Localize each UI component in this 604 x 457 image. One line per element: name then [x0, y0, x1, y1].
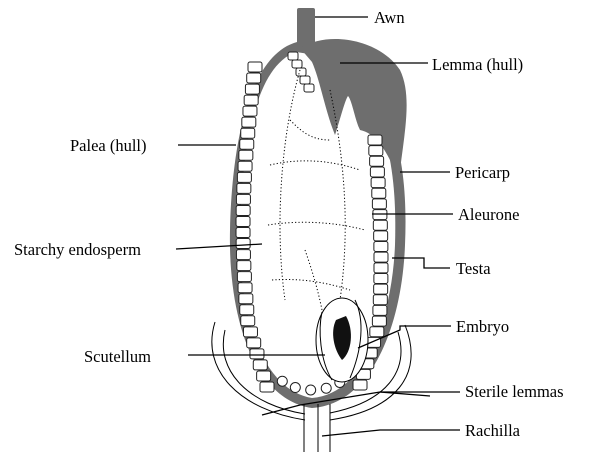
- aleurone-cell: [245, 84, 259, 94]
- aleurone-cell: [244, 95, 258, 105]
- aleurone-cell: [236, 228, 250, 238]
- aleurone-cell: [373, 295, 387, 305]
- aleurone-cell: [237, 261, 251, 271]
- aleurone-cell: [241, 316, 255, 326]
- aleurone-cell: [239, 294, 253, 304]
- label-scutellum: Scutellum: [84, 347, 151, 366]
- aleurone-cell: [239, 150, 253, 160]
- aleurone-cell: [374, 242, 388, 252]
- aleurone-cell: [236, 250, 250, 260]
- aleurone-cell: [237, 172, 251, 182]
- label-pericarp: Pericarp: [455, 163, 510, 182]
- aleurone-cell: [373, 220, 387, 230]
- aleurone-cell: [373, 305, 387, 315]
- aleurone-cell: [370, 167, 384, 177]
- aleurone-cell: [241, 128, 255, 138]
- aleurone-cell: [374, 284, 388, 294]
- aleurone-cell: [371, 178, 385, 188]
- rachilla-shape: [304, 404, 330, 452]
- aleurone-cell: [370, 327, 384, 337]
- aleurone-cell: [253, 360, 267, 370]
- aleurone-cell: [372, 188, 386, 198]
- aleurone-cell: [372, 199, 386, 209]
- label-starchy-endosperm: Starchy endosperm: [14, 240, 141, 259]
- label-sterile-lemmas: Sterile lemmas: [465, 382, 564, 401]
- aleurone-cell: [288, 52, 298, 60]
- label-palea: Palea (hull): [70, 136, 147, 155]
- aleurone-cell: [248, 62, 262, 72]
- label-aleurone: Aleurone: [458, 205, 519, 224]
- aleurone-cell: [237, 183, 251, 193]
- pericarp-cell: [290, 383, 300, 393]
- aleurone-cell: [238, 161, 252, 171]
- aleurone-cell: [236, 194, 250, 204]
- aleurone-cell: [240, 305, 254, 315]
- aleurone-cell: [374, 273, 388, 283]
- aleurone-cell: [247, 338, 261, 348]
- aleurone-cell: [292, 60, 302, 68]
- aleurone-cell: [369, 146, 383, 156]
- aleurone-cell: [296, 68, 306, 76]
- aleurone-cell: [300, 76, 310, 84]
- aleurone-cell: [370, 156, 384, 166]
- aleurone-cell: [237, 272, 251, 282]
- aleurone-cell: [236, 216, 250, 226]
- label-embryo: Embryo: [456, 317, 509, 336]
- aleurone-cell: [353, 380, 367, 390]
- label-rachilla: Rachilla: [465, 421, 521, 440]
- aleurone-cell: [242, 117, 256, 127]
- label-lemma: Lemma (hull): [432, 55, 523, 74]
- aleurone-cell: [236, 205, 250, 215]
- label-awn: Awn: [374, 8, 405, 27]
- aleurone-cell: [247, 73, 261, 83]
- aleurone-cell: [250, 349, 264, 359]
- aleurone-cell: [243, 327, 257, 337]
- pericarp-cell: [321, 383, 331, 393]
- aleurone-cell: [374, 263, 388, 273]
- aleurone-cell: [260, 382, 274, 392]
- aleurone-cell: [368, 135, 382, 145]
- aleurone-cell: [304, 84, 314, 92]
- pericarp-cell: [277, 376, 287, 386]
- embryo-shape: [316, 298, 368, 382]
- rachilla-leader: [322, 430, 460, 436]
- aleurone-cell: [372, 316, 386, 326]
- aleurone-cell: [240, 139, 254, 149]
- aleurone-cell: [257, 371, 271, 381]
- aleurone-cell: [374, 231, 388, 241]
- label-testa: Testa: [456, 259, 491, 278]
- aleurone-cell: [236, 239, 250, 249]
- aleurone-cell: [238, 283, 252, 293]
- pericarp-cell: [306, 385, 316, 395]
- aleurone-cell: [374, 252, 388, 262]
- aleurone-cell: [243, 106, 257, 116]
